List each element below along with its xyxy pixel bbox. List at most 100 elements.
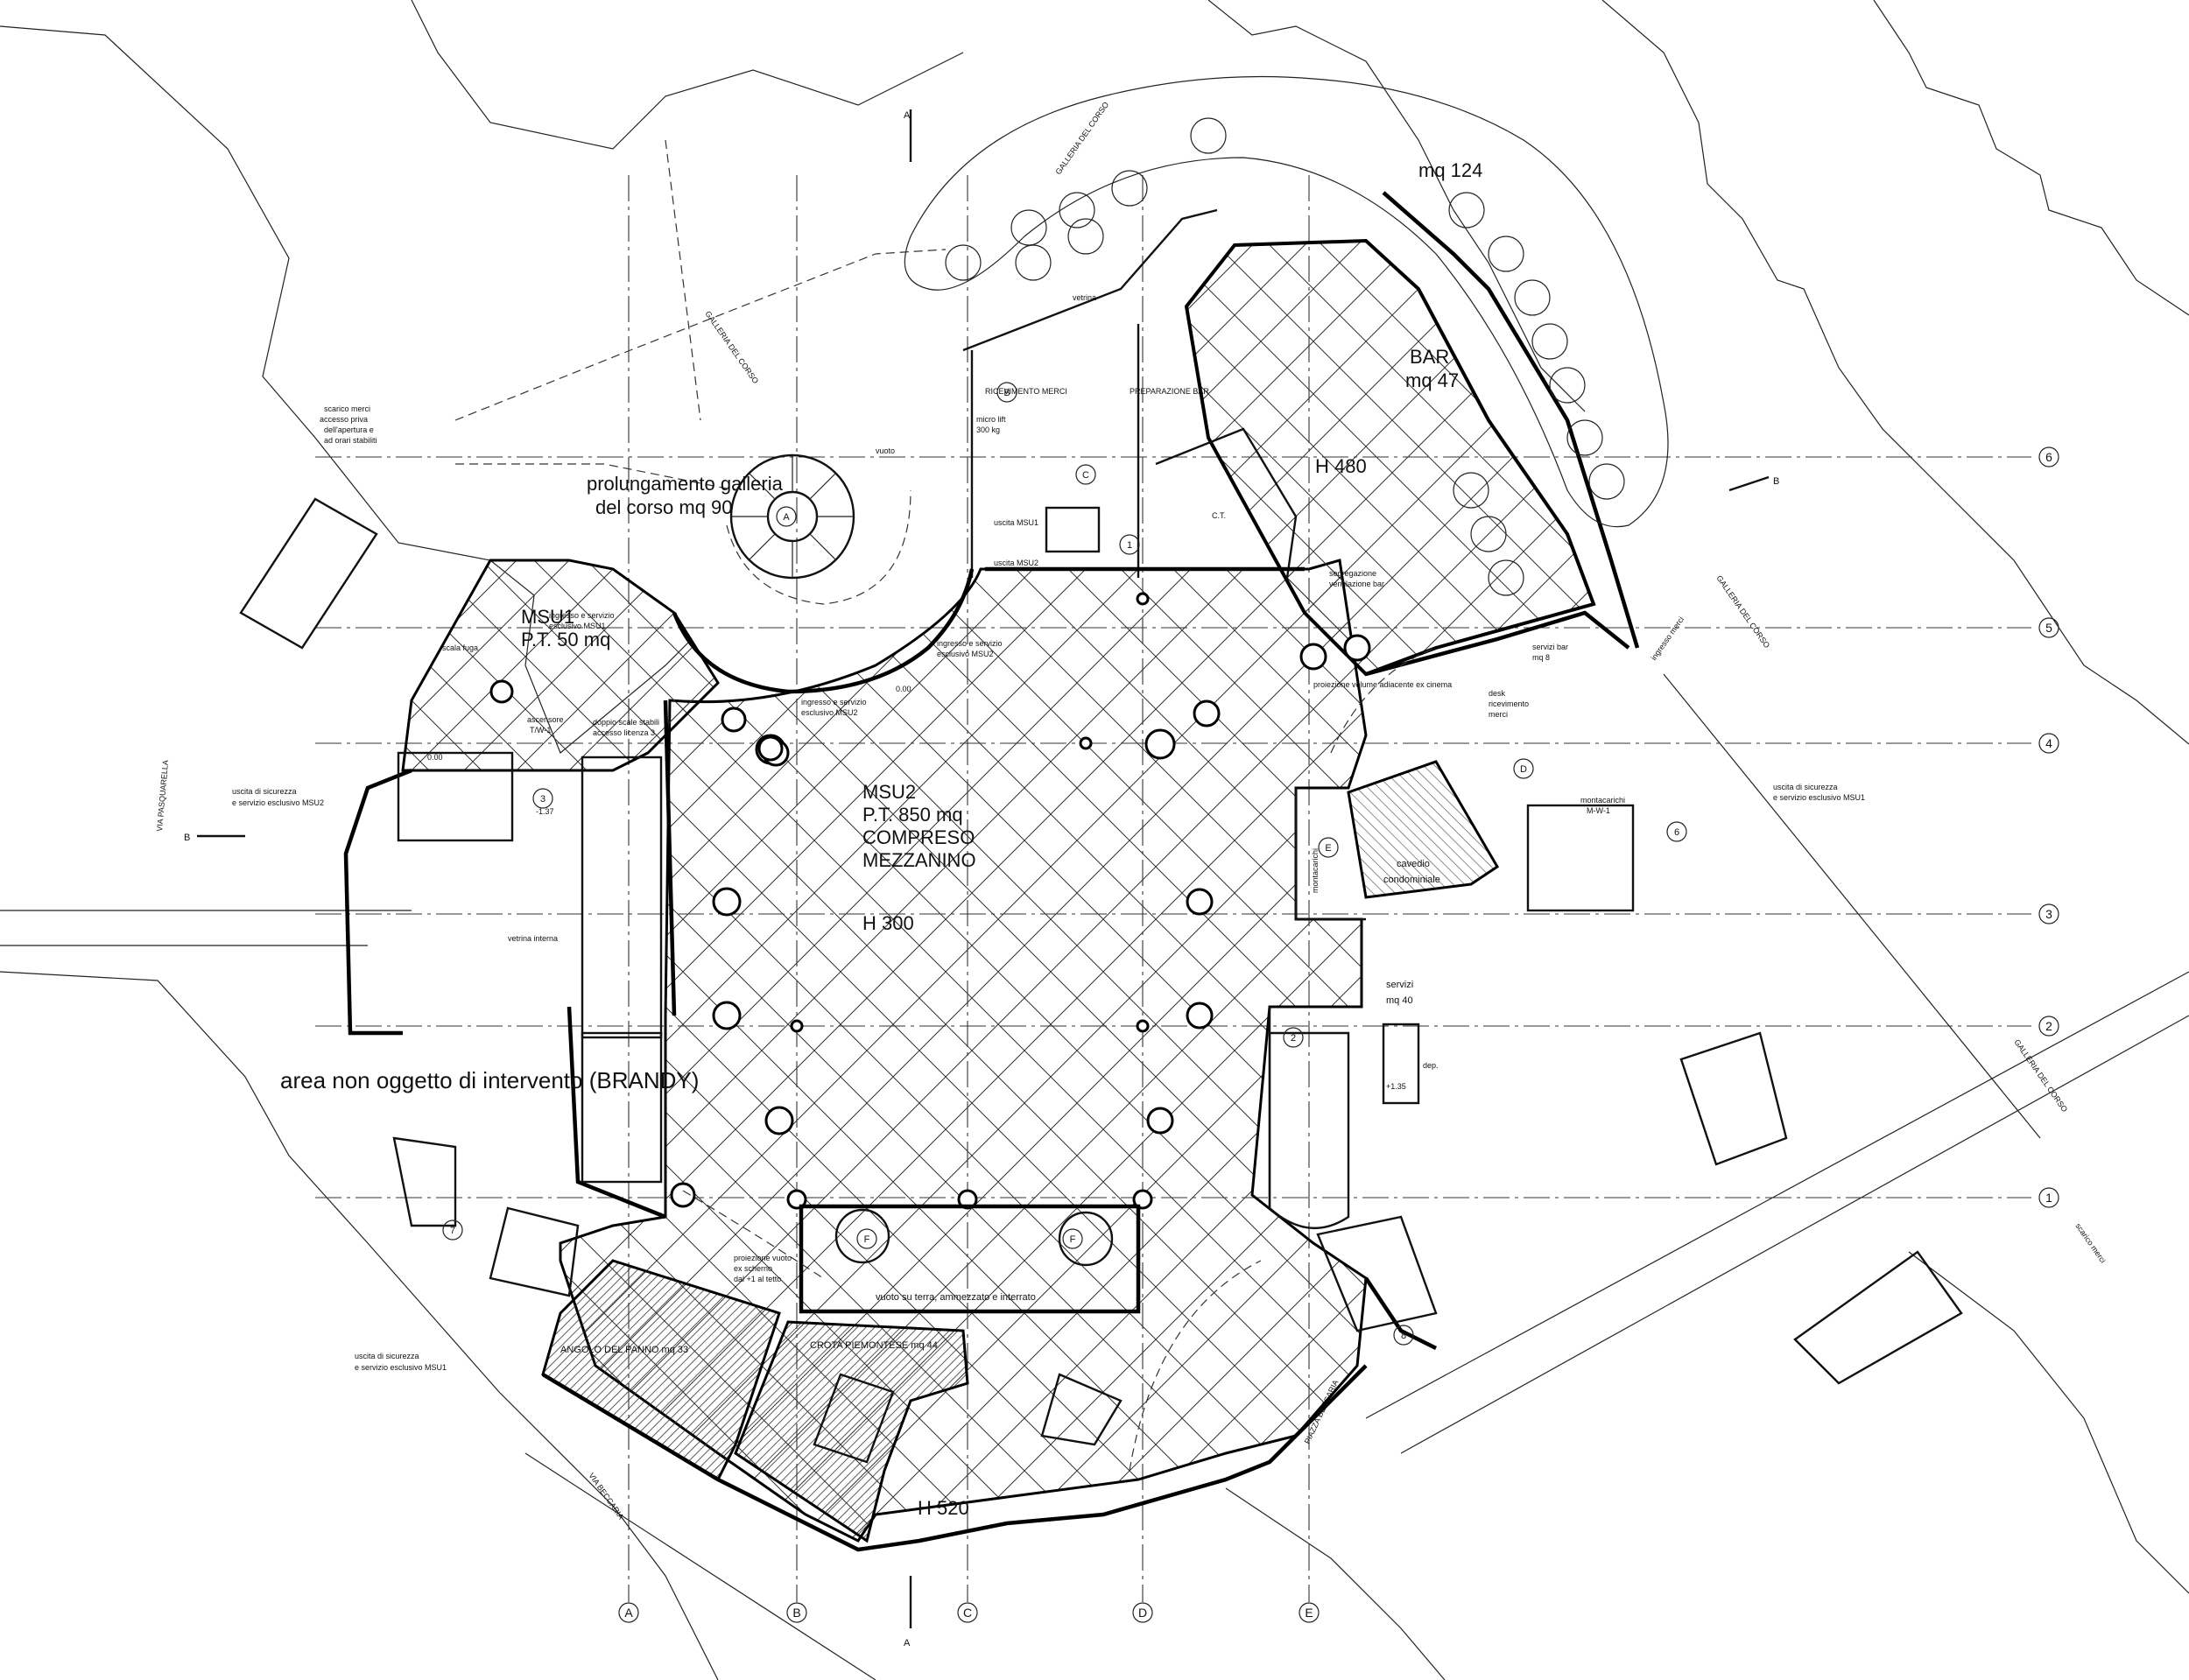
street-via-beccaria: VIA BECCARIA [587, 1471, 625, 1521]
notes: scarico merci accesso priva dell'apertur… [232, 293, 2108, 1372]
perimeter-walls [343, 191, 1640, 1552]
note-doppio-1: doppio scale stabili [593, 718, 659, 727]
label-servizi-1: servizi [1386, 980, 1413, 990]
section-B-right: B [1773, 476, 1779, 487]
note-micro-1: micro lift [976, 415, 1006, 424]
note-vetrina: vetrina [1073, 293, 1096, 302]
stair-mark-B-text: B [1003, 388, 1010, 398]
axis-D-text: D [1138, 1606, 1147, 1620]
stair-runs [392, 506, 1788, 1464]
note-desk-2: ricevimento [1489, 699, 1529, 708]
note-scala-fuga: scala fuga [442, 643, 478, 652]
note-uscita-right-1: uscita di sicurezza [1773, 783, 1838, 791]
axis-E-text: E [1305, 1606, 1313, 1620]
label-crota: CROTA PIEMONTESE mq 44 [810, 1340, 938, 1351]
stair-mark-3-text: 3 [540, 794, 545, 805]
note-segregazione-1: segregazione [1329, 569, 1376, 578]
label-cavedio-1: cavedio [1397, 859, 1430, 869]
note-ingresso-msu2b-1: ingresso e servizio [801, 698, 867, 706]
section-B-left: B [184, 833, 190, 843]
label-ricevimento: RICEVIMENTO MERCI [985, 387, 1067, 396]
axis-2-label: 2 [2038, 1016, 2059, 1037]
bar-tables [904, 75, 1669, 596]
stair-mark-F1-text: F [864, 1234, 870, 1245]
note-montacarichi-2: M-W-1 [1587, 806, 1610, 815]
section-A-top: A [904, 110, 911, 121]
stair-mark-F2: F [1062, 1228, 1083, 1249]
axis-5-label: 5 [2038, 617, 2059, 638]
label-prolungamento-1: prolungamento galleria [587, 473, 784, 495]
stair-mark-A-text: A [783, 512, 790, 523]
note-ingresso-msu1-2: esclusivo MSU1 [549, 622, 606, 630]
label-preparazione: PREPARAZIONE BAR [1130, 387, 1209, 396]
note-proiezione-vuoto-2: ex scherno [734, 1264, 772, 1273]
label-bar-1: BAR [1410, 346, 1449, 368]
axis-3-text: 3 [2045, 907, 2052, 921]
stair-mark-E-text: E [1325, 843, 1331, 854]
stair-mark-6: 6 [1666, 821, 1687, 842]
stair-mark-F2-text: F [1070, 1234, 1076, 1245]
note-ingresso-msu1-1: ingresso e servizio [549, 611, 615, 620]
label-msu2-3: COMPRESO [862, 826, 975, 848]
section-A-bottom: A [904, 1638, 911, 1648]
stair-mark-D-text: D [1520, 764, 1527, 775]
stair-mark-7-text: 7 [450, 1226, 455, 1236]
stair-mark-6-text: 6 [1674, 827, 1679, 838]
axis-5-text: 5 [2045, 621, 2052, 635]
note-level-000-a: 0.00 [427, 753, 443, 762]
label-brandy: area non oggetto di intervento (BRANDY) [280, 1067, 699, 1093]
label-dep: dep. [1423, 1061, 1439, 1070]
label-h520: H 520 [918, 1497, 969, 1519]
note-montacarichi-vertical: montacarichi [1311, 848, 1320, 893]
label-mq124: mq 124 [1418, 159, 1482, 181]
label-prolungamento-2: del corso mq 90 [595, 496, 733, 518]
axis-D-label: D [1132, 1602, 1153, 1623]
note-micro-2: 300 kg [976, 425, 1000, 434]
note-scarico-right: scarico merci [2073, 1221, 2108, 1264]
axis-B-label: B [786, 1602, 807, 1623]
note-proiezione-vuoto-3: dal +1 al tetto [734, 1275, 781, 1283]
axis-6-text: 6 [2045, 450, 2052, 464]
street-via-pasquarella: VIA PASQUARELLA [155, 760, 170, 832]
label-h300: H 300 [862, 912, 914, 934]
label-servizi-2: mq 40 [1386, 995, 1413, 1006]
note-uscita-msu2-2: e servizio esclusivo MSU2 [232, 798, 324, 807]
note-ascensore-1: ascensore [527, 715, 564, 724]
note-ascensore-2: T/W-1 [530, 726, 551, 735]
note-servizi-bar-2: mq 8 [1532, 653, 1550, 662]
stair-mark-F1: F [856, 1228, 877, 1249]
note-desk-3: merci [1489, 710, 1508, 719]
label-msu2-2: P.T. 850 mq [862, 804, 963, 826]
label-msu1-1: MSU1 [521, 606, 574, 628]
label-cavedio-2: condominiale [1383, 875, 1440, 885]
street-galleria-4: GALLERIA DEL CORSO [2012, 1037, 2069, 1114]
hatched-shops [541, 760, 1500, 1543]
dashed-outlines [454, 139, 1437, 1472]
stair-mark-7: 7 [442, 1220, 463, 1241]
central-void [799, 1204, 1141, 1314]
label-vuoto-terra: vuoto su terra, ammezzato e interrato [876, 1292, 1036, 1303]
axis-B-text: B [792, 1606, 800, 1620]
stair-mark-B: B [996, 382, 1017, 403]
label-h480: H 480 [1315, 455, 1367, 477]
note-proiezione-volume: proiezione volume adiacente ex cinema [1313, 680, 1452, 689]
axis-4-text: 4 [2045, 736, 2052, 750]
axis-labels: A B C D E 6 5 4 3 2 1 [618, 446, 2059, 1623]
street-galleria-2: GALLERIA DEL CORSO [1053, 101, 1110, 177]
note-uscita-msu1-1: uscita di sicurezza [355, 1352, 419, 1360]
note-servizi-bar-1: servizi bar [1532, 643, 1568, 651]
axis-1-text: 1 [2045, 1191, 2052, 1205]
axis-6-label: 6 [2038, 446, 2059, 467]
note-segregazione-2: ventilazione bar [1329, 580, 1384, 588]
axis-A-text: A [624, 1606, 633, 1620]
stair-mark-1-text: 1 [1127, 540, 1132, 551]
note-doppio-2: accesso licenza 3 [593, 728, 655, 737]
note-vuoto: vuoto [876, 446, 895, 455]
note-ingresso-msu2a-1: ingresso e servizio [937, 639, 1003, 648]
note-uscita-msu1-small: uscita MSU1 [994, 518, 1038, 527]
label-ct: C.T. [1212, 511, 1226, 520]
note-scarico-2: accesso priva [320, 415, 368, 424]
label-msu1-2: P.T. 50 mq [521, 629, 610, 650]
label-angolo: ANGOLO DEL PANNO mq 33 [560, 1345, 688, 1355]
note-scarico-3: dell'apertura e [324, 425, 374, 434]
